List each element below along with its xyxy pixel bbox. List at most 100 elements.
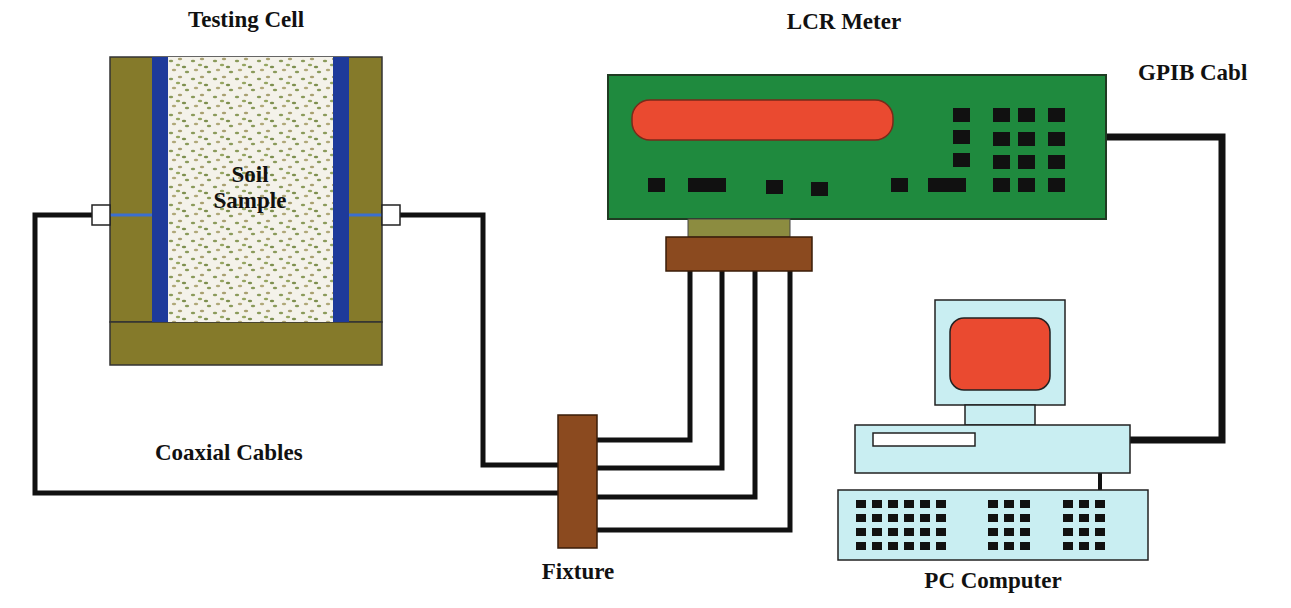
coaxial-cable bbox=[382, 215, 558, 465]
meter-key bbox=[1018, 178, 1035, 192]
coaxial-cable bbox=[597, 271, 755, 497]
meter-key bbox=[1048, 132, 1065, 146]
keyboard-key bbox=[1095, 542, 1105, 550]
meter-key bbox=[891, 178, 908, 192]
keyboard-key bbox=[988, 528, 998, 536]
meter-key bbox=[1018, 155, 1035, 169]
monitor-screen bbox=[950, 318, 1050, 390]
meter-port bbox=[688, 219, 790, 237]
meter-panel bbox=[608, 75, 1106, 219]
meter-key bbox=[993, 178, 1010, 192]
keyboard-key bbox=[1079, 514, 1089, 522]
keyboard-key bbox=[872, 514, 882, 522]
keyboard-key bbox=[1020, 514, 1030, 522]
keyboard-key bbox=[904, 542, 914, 550]
cable-label: GPIB Cabl bbox=[1138, 60, 1247, 86]
test-adapter bbox=[666, 237, 812, 271]
keyboard-key bbox=[1079, 542, 1089, 550]
keyboard-cord bbox=[1098, 473, 1102, 490]
drive-slot bbox=[873, 433, 975, 446]
coaxial-cable bbox=[1106, 137, 1222, 440]
keyboard-key bbox=[936, 542, 946, 550]
keyboard-key bbox=[1079, 500, 1089, 508]
keyboard-key bbox=[1063, 514, 1073, 522]
meter-display bbox=[632, 100, 893, 140]
keyboard-key bbox=[1004, 542, 1014, 550]
keyboard-key bbox=[1004, 500, 1014, 508]
keyboard-key bbox=[936, 528, 946, 536]
node-label: Testing Cell bbox=[188, 7, 304, 33]
keyboard-key bbox=[1063, 528, 1073, 536]
cable-terminal bbox=[382, 205, 400, 225]
keyboard-key bbox=[988, 514, 998, 522]
cable-label: Coaxial Cables bbox=[155, 440, 303, 466]
keyboard-key bbox=[888, 542, 898, 550]
monitor-stand bbox=[965, 405, 1035, 425]
keyboard-key bbox=[1020, 542, 1030, 550]
cell-wall bbox=[110, 57, 382, 322]
meter-key bbox=[766, 180, 783, 194]
keyboard-key bbox=[936, 500, 946, 508]
keyboard-key bbox=[1095, 500, 1105, 508]
lcr-meter: LCR Meter bbox=[608, 75, 1106, 271]
meter-key bbox=[1048, 155, 1065, 169]
coaxial-cable bbox=[597, 271, 690, 440]
meter-key bbox=[648, 178, 665, 192]
keyboard-key bbox=[888, 514, 898, 522]
fixture-block bbox=[558, 415, 597, 548]
fixture-drawing bbox=[558, 415, 597, 548]
node-label: LCR Meter bbox=[787, 9, 901, 35]
keyboard-key bbox=[1020, 500, 1030, 508]
electrode-plate bbox=[152, 57, 168, 322]
testing-cell: Soil SampleTesting Cell bbox=[110, 57, 382, 365]
fixture: Fixture bbox=[558, 415, 597, 548]
meter-key bbox=[993, 132, 1010, 146]
node-label: PC Computer bbox=[924, 568, 1061, 594]
pc-computer: PC Computer bbox=[838, 300, 1148, 560]
keyboard-key bbox=[1020, 528, 1030, 536]
keyboard-key bbox=[904, 528, 914, 536]
keyboard-key bbox=[856, 500, 866, 508]
keyboard-key bbox=[1095, 528, 1105, 536]
coaxial-cable bbox=[597, 271, 722, 468]
meter-key bbox=[811, 182, 828, 196]
cell-base bbox=[110, 322, 382, 365]
node-label: Fixture bbox=[542, 559, 614, 585]
keyboard-key bbox=[904, 514, 914, 522]
keyboard-key bbox=[1063, 500, 1073, 508]
lcr-meter-drawing bbox=[608, 75, 1106, 271]
meter-key bbox=[688, 178, 726, 192]
meter-key bbox=[993, 108, 1010, 122]
computer-case bbox=[855, 425, 1130, 473]
keyboard-key bbox=[988, 542, 998, 550]
soil-sample: Soil Sample bbox=[168, 57, 333, 322]
coaxial-cable bbox=[597, 271, 790, 530]
meter-key bbox=[953, 108, 970, 122]
meter-key bbox=[1048, 178, 1065, 192]
meter-key bbox=[1018, 132, 1035, 146]
meter-key bbox=[953, 130, 970, 144]
meter-key bbox=[993, 155, 1010, 169]
keyboard-key bbox=[1004, 528, 1014, 536]
keyboard-key bbox=[904, 500, 914, 508]
keyboard-key bbox=[936, 514, 946, 522]
keyboard-key bbox=[888, 528, 898, 536]
keyboard-key bbox=[856, 528, 866, 536]
keyboard-key bbox=[1095, 514, 1105, 522]
node-label: Soil Sample bbox=[205, 162, 295, 215]
meter-key bbox=[1018, 108, 1035, 122]
keyboard-key bbox=[1063, 542, 1073, 550]
keyboard-key bbox=[1079, 528, 1089, 536]
keyboard bbox=[838, 490, 1148, 560]
pc-computer-drawing bbox=[838, 300, 1148, 560]
keyboard-key bbox=[920, 514, 930, 522]
keyboard-key bbox=[988, 500, 998, 508]
keyboard-key bbox=[872, 528, 882, 536]
keyboard-key bbox=[920, 500, 930, 508]
cable-terminal bbox=[92, 205, 110, 225]
monitor-body bbox=[935, 300, 1065, 405]
keyboard-key bbox=[872, 500, 882, 508]
keyboard-key bbox=[872, 542, 882, 550]
soil-texture bbox=[168, 57, 333, 322]
